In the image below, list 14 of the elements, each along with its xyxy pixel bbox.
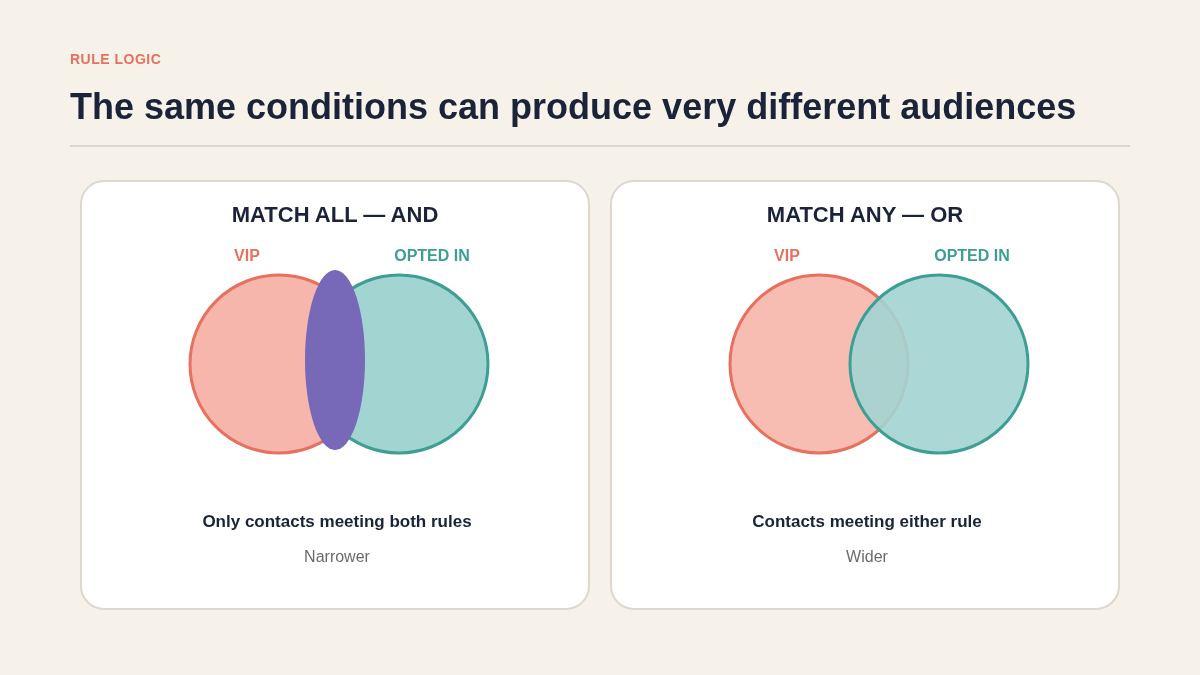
- set-label: VIP: [774, 247, 800, 265]
- card-panel: [610, 180, 1120, 610]
- set-label: OPTED IN: [934, 247, 1010, 265]
- set-label: VIP: [234, 247, 260, 265]
- description-text: Contacts meeting either rule: [752, 512, 982, 532]
- page-title: The same conditions can produce very different audiences: [70, 86, 1077, 128]
- card-panel: [80, 180, 590, 610]
- result-text: Narrower: [304, 548, 370, 566]
- card-heading: MATCH ALL — AND: [230, 202, 440, 228]
- description-text: Only contacts meeting both rules: [202, 512, 472, 532]
- eyebrow-label: RULE LOGIC: [70, 51, 162, 67]
- result-text: Wider: [846, 548, 888, 566]
- set-label: OPTED IN: [394, 247, 470, 265]
- card-heading: MATCH ANY — OR: [765, 202, 965, 228]
